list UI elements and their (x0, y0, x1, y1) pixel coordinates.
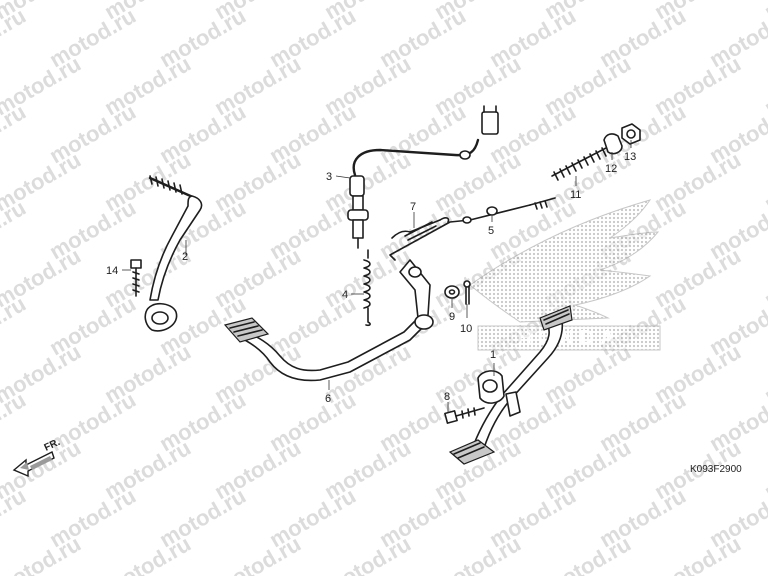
watermark-text: motod.ru (320, 531, 415, 576)
callout-8[interactable]: 8 (444, 391, 450, 412)
callouts: 1 2 3 4 5 6 7 8 (106, 140, 636, 412)
callout-label-4: 4 (342, 289, 348, 301)
watermark-text: motod.ru (760, 531, 768, 576)
callout-label-8: 8 (444, 391, 450, 403)
callout-14[interactable]: 14 (106, 265, 131, 277)
brake-rod[interactable] (389, 197, 556, 261)
callout-label-13: 13 (624, 151, 636, 163)
callout-2[interactable]: 2 (182, 240, 188, 263)
callout-label-10: 10 (460, 323, 472, 335)
callout-11[interactable]: 11 (570, 176, 581, 201)
callout-label-11: 11 (570, 189, 581, 201)
callout-7[interactable]: 7 (410, 201, 416, 228)
cotter-pin-10[interactable] (463, 280, 471, 305)
watermark-text: motod.ru (0, 387, 30, 456)
callout-10[interactable]: 10 (460, 304, 472, 335)
callout-label-3: 3 (326, 171, 332, 183)
watermark-text: motod.ru (0, 3, 30, 72)
watermark-text: motod.ru (0, 531, 85, 576)
callout-1[interactable]: 1 (490, 349, 496, 376)
watermark-text: motod.ru (100, 531, 195, 576)
callout-3[interactable]: 3 (326, 171, 351, 183)
callout-label-14: 14 (106, 265, 118, 277)
brake-pedal-spring[interactable] (391, 217, 450, 241)
callout-label-2: 2 (182, 251, 188, 263)
callout-13[interactable]: 13 (624, 140, 636, 163)
watermark-text: motod.ru (0, 483, 30, 552)
washer-9[interactable] (444, 285, 460, 299)
adjusting-nut-13[interactable] (621, 123, 641, 145)
watermark-text: motod.ru (540, 531, 635, 576)
brake-pedal-arm[interactable] (223, 259, 434, 382)
callout-label-5: 5 (488, 225, 494, 237)
callout-5[interactable]: 5 (488, 215, 494, 237)
honda-logo-text: HONDA (517, 327, 620, 349)
bolt-8[interactable] (444, 407, 485, 424)
callout-12[interactable]: 12 (605, 152, 617, 175)
watermark-text: motod.ru (650, 531, 745, 576)
callout-6[interactable]: 6 (325, 380, 331, 405)
watermark-text: motod.ru (0, 99, 30, 168)
watermark-text: motod.ru (0, 291, 30, 360)
diagram-code: K093F2900 (690, 464, 742, 475)
gear-shift-pedal[interactable] (144, 175, 203, 332)
brake-rod-spring[interactable] (551, 147, 607, 181)
callout-label-6: 6 (325, 393, 331, 405)
watermark-text: motod.ru (210, 531, 305, 576)
callout-label-1: 1 (490, 349, 496, 361)
stop-switch-cable[interactable] (347, 105, 499, 249)
callout-label-7: 7 (410, 201, 416, 213)
callout-label-12: 12 (605, 163, 617, 175)
main-stand[interactable] (448, 305, 573, 465)
watermark-text: motod.ru (0, 195, 30, 264)
stop-switch-spring[interactable] (363, 249, 371, 327)
callout-4[interactable]: 4 (342, 289, 364, 301)
callout-label-9: 9 (449, 311, 455, 323)
honda-wing-logo: HONDA (469, 199, 661, 351)
bolt-14[interactable] (130, 259, 142, 297)
callout-9[interactable]: 9 (449, 298, 455, 323)
watermark-text: motod.ru (430, 531, 525, 576)
